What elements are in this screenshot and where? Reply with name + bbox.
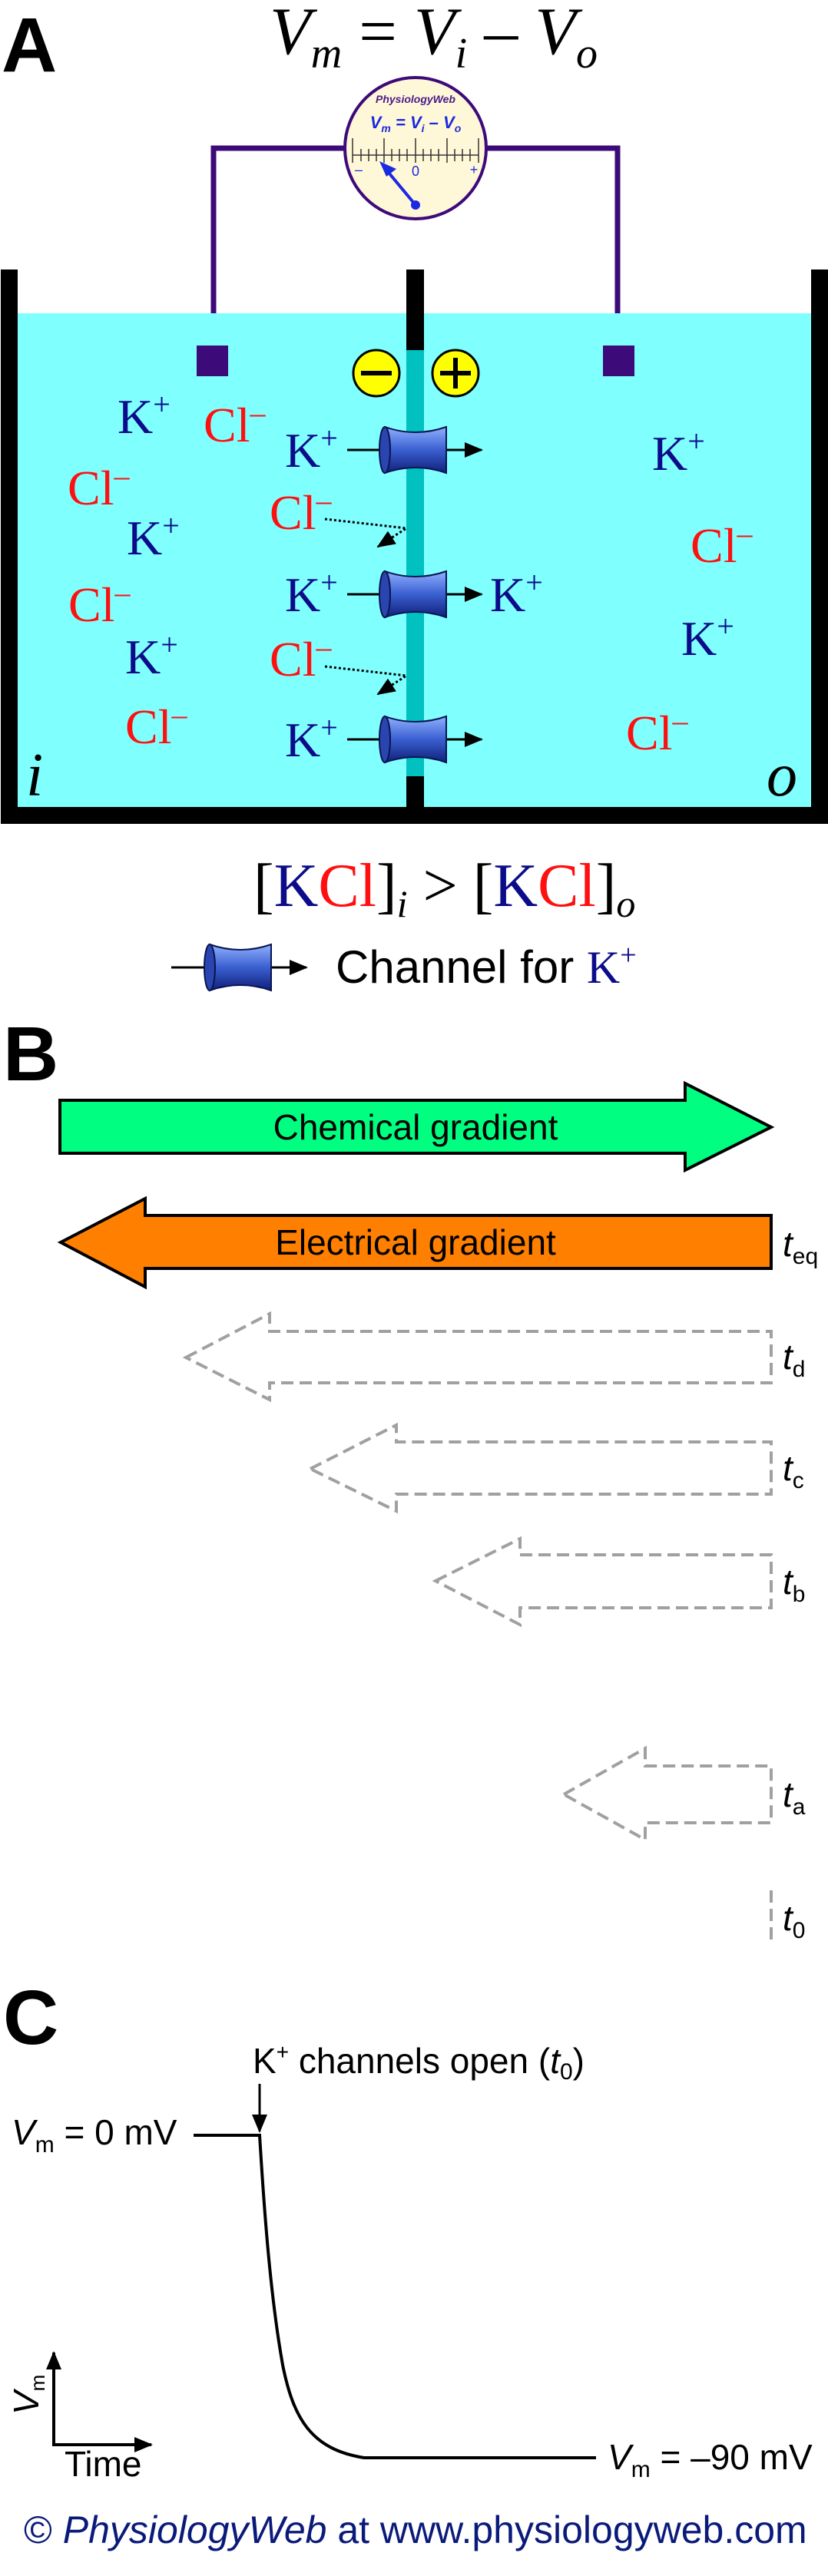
chloride-ion: Cl– <box>626 703 688 760</box>
meter-formula: Vm = Vi – Vo <box>370 113 462 134</box>
axes-icon: Vm Time <box>6 2351 153 2484</box>
meter-needle <box>384 167 417 207</box>
panel-label-c: C <box>3 1975 58 2061</box>
potassium-ion: K+ <box>285 565 338 622</box>
time-label-tc: tc <box>783 1448 804 1493</box>
membrane-potential-equation: Vm = Vi – Vo <box>270 0 598 78</box>
chemical-gradient-arrow <box>58 1080 775 1173</box>
svg-text:Channel for K+: Channel for K+ <box>336 939 637 993</box>
gradient-arrow-td <box>182 1311 773 1403</box>
time-label-teq: teq <box>783 1224 818 1269</box>
electrical-gradient-label: Electrical gradient <box>275 1222 556 1262</box>
potassium-ion: K+ <box>285 710 338 767</box>
start-potential-label: Vm = 0 mV <box>12 2112 177 2158</box>
k-channels <box>347 426 483 763</box>
charge-positive <box>431 349 480 398</box>
chloride-ion: Cl– <box>68 458 130 515</box>
chloride-ion: Cl– <box>204 395 266 452</box>
panel-label-a: A <box>2 2 57 88</box>
potassium-ion: K+ <box>285 421 338 478</box>
time-label-td: td <box>783 1337 805 1382</box>
potassium-ion: K+ <box>118 387 171 444</box>
potassium-ion: K+ <box>652 424 705 481</box>
chloride-ion: Cl– <box>270 483 332 540</box>
gradient-arrow-tb <box>432 1536 773 1628</box>
membrane-potential-trace <box>194 2134 596 2459</box>
y-axis-label: Vm <box>6 2375 49 2415</box>
svg-text:+: + <box>470 162 479 177</box>
gradient-arrow-ta <box>560 1745 773 1843</box>
chloride-ion: Cl– <box>270 630 332 686</box>
x-axis-label: Time <box>65 2444 142 2484</box>
chloride-ion: Cl– <box>68 575 131 632</box>
time-label-t0: t0 <box>783 1898 805 1943</box>
electrode-wires <box>210 145 621 361</box>
meter-brand: PhysiologyWeb <box>376 93 455 105</box>
electrode-inside <box>197 346 228 376</box>
gradient-arrow-tc <box>306 1422 773 1514</box>
outside-label: o <box>767 742 797 809</box>
chloride-ion: Cl– <box>125 697 187 754</box>
channels-open-annotation: K+ channels open (t0) <box>253 2040 585 2085</box>
svg-text:0: 0 <box>412 164 419 179</box>
ions: K+Cl–K+K+Cl–Cl–K+Cl–Cl–K+K+K+K+Cl–Cl–K+C… <box>68 387 753 767</box>
potassium-ion: K+ <box>125 627 178 684</box>
footer-credit: © PhysiologyWeb at www.physiologyweb.com <box>24 2508 807 2551</box>
time-label-tb: tb <box>783 1562 805 1607</box>
voltmeter: PhysiologyWeb Vm = Vi – Vo – 0 + <box>343 76 488 220</box>
concentration-relation: [KCl]i > [KCl]o <box>253 852 635 925</box>
membrane <box>406 350 424 776</box>
inside-label: i <box>26 742 43 809</box>
potassium-ion: K+ <box>127 508 180 565</box>
legend: Channel for K+ <box>171 939 637 993</box>
channel-icon <box>204 944 272 991</box>
chemical-gradient-label: Chemical gradient <box>273 1107 558 1147</box>
meter-scale <box>352 138 479 163</box>
potassium-ion: K+ <box>490 565 543 622</box>
panel-label-b: B <box>3 1011 58 1097</box>
svg-text:–: – <box>355 162 363 177</box>
electrode-outside <box>603 346 634 376</box>
potassium-ion: K+ <box>681 609 734 666</box>
time-label-ta: ta <box>783 1774 806 1820</box>
chloride-ion: Cl– <box>691 516 753 573</box>
charge-negative <box>352 349 401 398</box>
end-potential-label: Vm = –90 mV <box>608 2437 813 2482</box>
electrical-gradient-arrow <box>57 1195 773 1290</box>
